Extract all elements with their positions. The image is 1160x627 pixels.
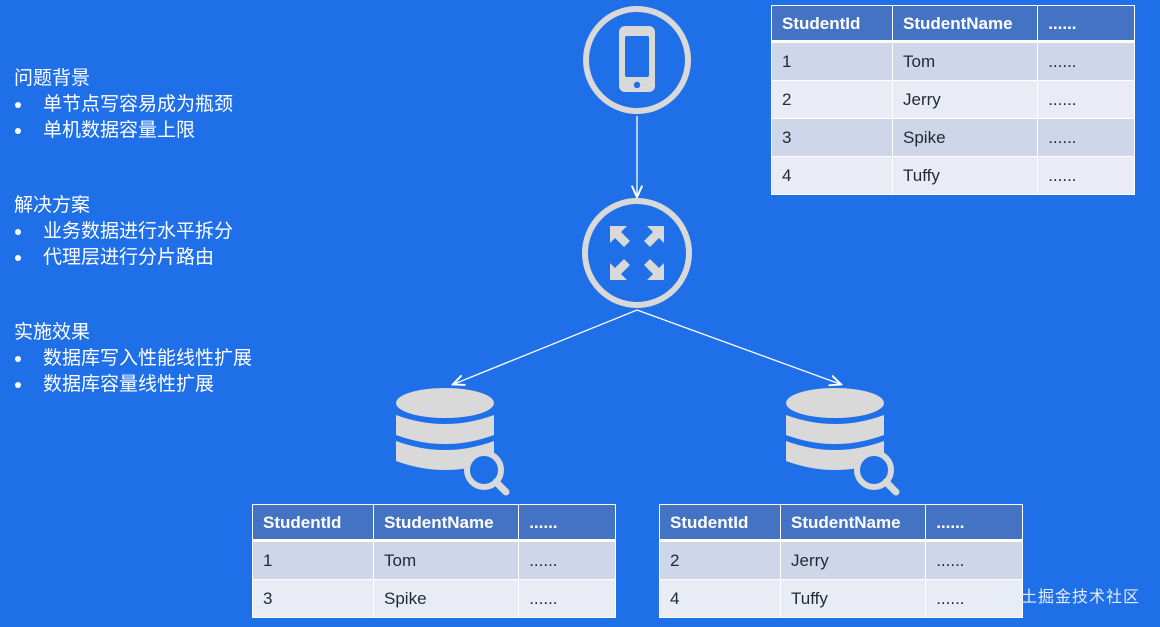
table-cell: ...... <box>1037 118 1135 157</box>
table-row: 2 Jerry ...... <box>771 80 1135 119</box>
table-header-row: StudentId StudentName ...... <box>771 5 1135 43</box>
arrow-proxy-to-db-left <box>454 309 638 384</box>
bullet-item: 数据库写入性能线性扩展 <box>14 345 252 371</box>
table-cell: Spike <box>372 579 520 618</box>
bullet-item: 数据库容量线性扩展 <box>14 371 252 397</box>
table-row: 2 Jerry ...... <box>659 541 1023 580</box>
column-header: StudentName <box>372 504 520 542</box>
table-cell: 3 <box>771 118 893 157</box>
database-search-icon <box>396 388 510 496</box>
table-row: 4 Tuffy ...... <box>771 156 1135 195</box>
student-table-shard-right: StudentId StudentName ...... 2 Jerry ...… <box>659 504 1023 618</box>
table-cell: Tuffy <box>891 156 1039 195</box>
section-heading: 问题背景 <box>14 67 91 89</box>
table-cell: 1 <box>771 42 893 81</box>
table-cell: 3 <box>252 579 374 618</box>
table-cell: ...... <box>925 579 1023 618</box>
mobile-phone-icon <box>583 6 691 114</box>
table-cell: ...... <box>925 541 1023 580</box>
section-solution: 解决方案 业务数据进行水平拆分 代理层进行分片路由 <box>14 192 233 270</box>
table-cell: Tom <box>891 42 1039 81</box>
table-row: 1 Tom ...... <box>252 541 616 580</box>
arrow-proxy-to-db-right <box>636 309 840 384</box>
table-cell: 4 <box>659 579 781 618</box>
section-effect: 实施效果 数据库写入性能线性扩展 数据库容量线性扩展 <box>14 319 252 397</box>
bullet-item: 业务数据进行水平拆分 <box>14 218 233 244</box>
watermark: @稀土掘金技术社区 <box>986 587 1140 606</box>
table-row: 1 Tom ...... <box>771 42 1135 81</box>
table-cell: 2 <box>659 541 781 580</box>
table-header-row: StudentId StudentName ...... <box>659 504 1023 542</box>
bullet-item: 代理层进行分片路由 <box>14 244 233 270</box>
table-cell: ...... <box>518 579 616 618</box>
student-table-full: StudentId StudentName ...... 1 Tom .....… <box>771 5 1135 195</box>
table-cell: Spike <box>891 118 1039 157</box>
table-row: 3 Spike ...... <box>252 579 616 618</box>
table-cell: 2 <box>771 80 893 119</box>
student-table-shard-left: StudentId StudentName ...... 1 Tom .....… <box>252 504 616 618</box>
column-header: ...... <box>925 504 1023 542</box>
column-header: StudentId <box>771 5 893 43</box>
table-cell: Jerry <box>779 541 927 580</box>
table-cell: Tom <box>372 541 520 580</box>
database-search-icon <box>786 388 900 496</box>
table-cell: ...... <box>1037 156 1135 195</box>
section-problem: 问题背景 单节点写容易成为瓶颈 单机数据容量上限 <box>14 65 233 143</box>
table-cell: ...... <box>1037 42 1135 81</box>
table-cell: Jerry <box>891 80 1039 119</box>
bullet-item: 单节点写容易成为瓶颈 <box>14 91 233 117</box>
table-cell: Tuffy <box>779 579 927 618</box>
table-row: 3 Spike ...... <box>771 118 1135 157</box>
column-header: ...... <box>518 504 616 542</box>
table-cell: ...... <box>518 541 616 580</box>
section-heading: 实施效果 <box>14 321 91 343</box>
column-header: StudentName <box>891 5 1039 43</box>
table-cell: 4 <box>771 156 893 195</box>
table-cell: 1 <box>252 541 374 580</box>
bullet-item: 单机数据容量上限 <box>14 117 233 143</box>
table-cell: ...... <box>1037 80 1135 119</box>
table-row: 4 Tuffy ...... <box>659 579 1023 618</box>
table-header-row: StudentId StudentName ...... <box>252 504 616 542</box>
section-heading: 解决方案 <box>14 194 91 216</box>
column-header: StudentId <box>659 504 781 542</box>
column-header: StudentId <box>252 504 374 542</box>
column-header: StudentName <box>779 504 927 542</box>
column-header: ...... <box>1037 5 1135 43</box>
router-arrows-icon <box>582 198 692 308</box>
